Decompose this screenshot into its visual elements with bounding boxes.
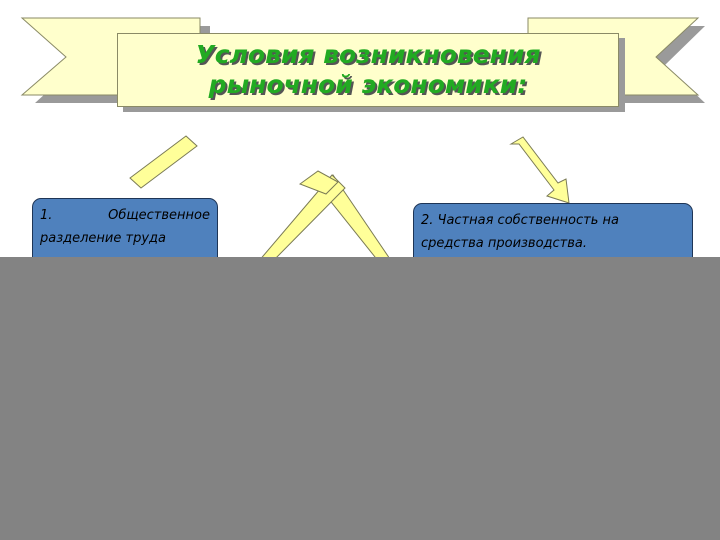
condition-1-number: 1. xyxy=(40,208,53,223)
arrow-left xyxy=(129,135,198,189)
condition-2-line-1: 2. Частная собственность на xyxy=(421,213,619,228)
condition-2-line-2: средства производства. xyxy=(421,236,588,251)
title-line-2: рыночной экономики: xyxy=(208,70,528,99)
gray-overlay xyxy=(0,257,720,540)
condition-1-text-part1: Общественное xyxy=(108,208,210,223)
title-line-1: Условия возникновения xyxy=(195,40,541,69)
condition-1-text-part2: разделение труда xyxy=(40,231,166,246)
arrow-right xyxy=(509,136,570,204)
arrow-center-head xyxy=(298,170,339,195)
